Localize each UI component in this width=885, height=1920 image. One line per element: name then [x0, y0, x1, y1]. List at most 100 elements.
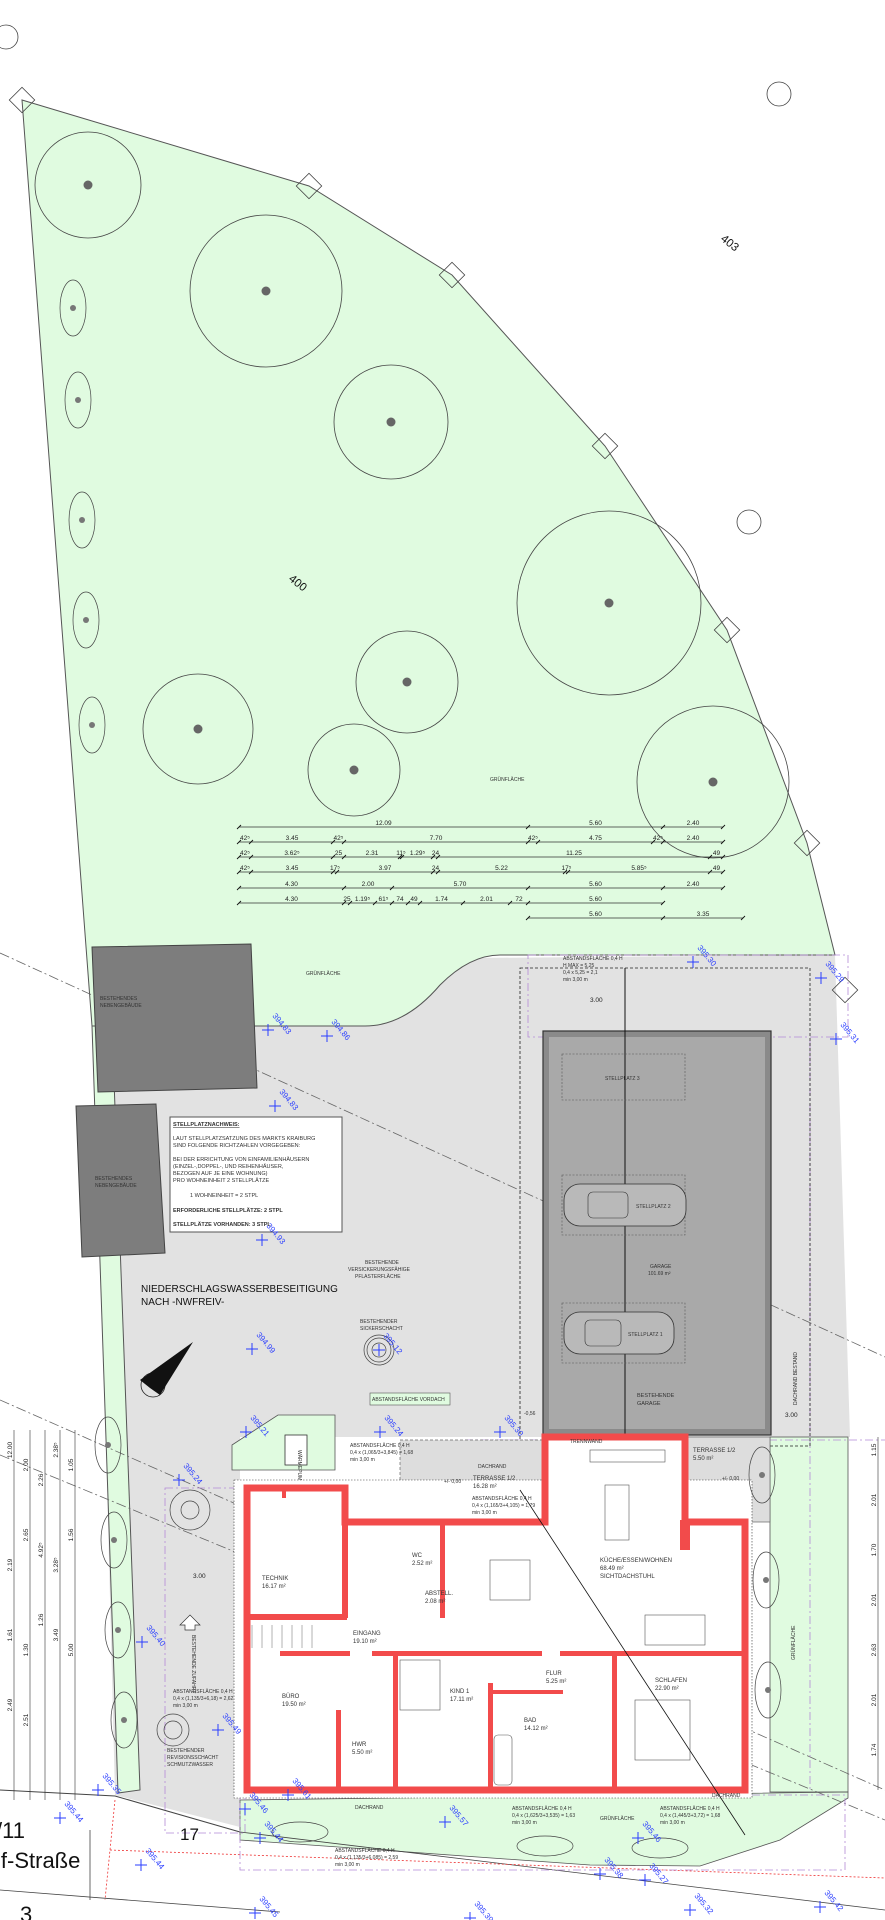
setback-note-line: min 3,00 m [660, 1820, 685, 1826]
inspection-label: REVISIONSSCHACHT [167, 1755, 218, 1761]
dimension-label: 42⁵ [334, 835, 344, 842]
canopy-setback [369, 1392, 451, 1406]
dimension-tick [720, 839, 726, 845]
dimension-label: 1.15 [871, 1443, 878, 1456]
setback-note-line: 0,4 x (1,165/3+4,105) = 1,79 [472, 1503, 535, 1509]
dimension-tick [347, 900, 353, 906]
dimension-label: 24 [432, 850, 440, 857]
shrub-center [79, 517, 85, 523]
roof-edge-label: DACHRAND [478, 1464, 507, 1470]
dimension-tick [341, 839, 347, 845]
wall [393, 1651, 398, 1790]
elevation-label: 395.39 [472, 1900, 495, 1920]
dimension-label: 49 [410, 896, 418, 903]
dimension-tick [248, 839, 254, 845]
shrub [516, 1835, 574, 1857]
dimension-tick [565, 869, 571, 875]
parking-space-3 [561, 1053, 686, 1101]
lawn-area [21, 99, 836, 1027]
wall [280, 1651, 350, 1656]
roof-edge-label: DACHRAND [712, 1793, 741, 1799]
elevation-label: 395.32 [692, 1892, 715, 1917]
dimension-label: 17⁵ [562, 865, 572, 872]
parking-proof-line: BEZOGEN AUF JE EINE WOHNUNG) [173, 1171, 268, 1177]
dimension-tick [525, 839, 531, 845]
dimension-label: 4.30 [285, 896, 298, 903]
dimension-tick [330, 854, 336, 860]
heatpump-area [231, 1414, 336, 1471]
wall [680, 1520, 690, 1550]
tree-canopy [333, 364, 449, 480]
shrub [59, 279, 87, 337]
dimension-label: 3.97 [379, 865, 392, 872]
dimension-tick [397, 854, 403, 860]
dimension-label: 5.60 [589, 881, 602, 888]
wall [488, 1683, 493, 1790]
shrub [68, 491, 96, 549]
drainage-subtitle: NACH -NWFREIV- [141, 1297, 224, 1308]
room-area: 5.50 m² [693, 1456, 713, 1462]
trees [0, 24, 859, 1859]
dimension-tick [720, 869, 726, 875]
dimension-label: 1.19⁵ [355, 896, 371, 903]
wall [612, 1656, 617, 1790]
inspection-ring [163, 1720, 183, 1740]
dimension-label: 2.01 [871, 1593, 878, 1606]
tree-trunk [261, 286, 271, 296]
shrub-center [111, 1537, 117, 1543]
dimension-tick [740, 915, 746, 921]
dimension-label: 2.49 [7, 1698, 14, 1711]
tree-canopy [355, 630, 459, 734]
dimension-label: 2.01 [871, 1693, 878, 1706]
party-wall-label: TRENNWAND [570, 1439, 603, 1445]
dimension-tick [562, 869, 568, 875]
setback-note-line: ABSTANDSFLÄCHE 0,4 H [335, 1847, 395, 1854]
dimension-label: 2.40 [687, 820, 700, 827]
parcel-line-red [104, 1799, 116, 1901]
shrub-center [75, 397, 81, 403]
dimension-tick [720, 854, 726, 860]
dimension-label: 2.19 [7, 1558, 14, 1571]
dimension-label: 17⁵ [330, 865, 340, 872]
shrub-center [89, 722, 95, 728]
parking-space-label: STELLPLATZ 2 [636, 1204, 671, 1210]
dimension-label: 1.30 [23, 1643, 30, 1656]
dimension-label: 3.45 [286, 835, 299, 842]
dimension-label: 25 [335, 850, 343, 857]
dimension-tick [707, 854, 713, 860]
driveway-label: BESTEHENDE ZUFAHRT [190, 1635, 196, 1693]
dimension-label: 3.45 [286, 865, 299, 872]
dimension-label: 25 [343, 896, 351, 903]
dimension-label: 72 [515, 896, 523, 903]
room-name: KIND 1 [450, 1689, 470, 1695]
dimension-label: 5.70 [454, 881, 467, 888]
dimension-tick [389, 900, 395, 906]
outbuilding-2-label: NEBENGEBÄUDE [95, 1182, 137, 1189]
dimension-label: 7.70 [430, 835, 443, 842]
inspection-shaft [156, 1489, 211, 1747]
bathtub [493, 1734, 513, 1786]
parking-proof-line: SIND FOLGENDE RICHTZAHLEN VORGEGEBEN: [173, 1143, 301, 1149]
dimension-label: 2.26 [38, 1473, 45, 1486]
dimension-tick [430, 854, 436, 860]
dimension-label: 2.65 [23, 1528, 30, 1541]
room-name: BAD [524, 1718, 537, 1724]
dimension-label: 5.00 [68, 1643, 75, 1656]
garage-floor [549, 1037, 765, 1429]
dimension-label: 2.63 [871, 1643, 878, 1656]
parking-proof-line: 1 WOHNEINHEIT = 2 STPL [190, 1193, 258, 1199]
room-name: ABSTELL. [425, 1591, 453, 1597]
room-area: 22.90 m² [655, 1686, 679, 1692]
tree-trunk [604, 598, 614, 608]
parking-proof-frame [169, 1116, 343, 1233]
setback-distance: 3.00 [590, 997, 603, 1004]
dimension-label: 1.74 [435, 896, 448, 903]
dimension-label: 24 [432, 865, 440, 872]
dimension-tick [236, 854, 242, 860]
dimension-label: 4.30 [285, 881, 298, 888]
tree-trunk [349, 765, 359, 775]
dimension-tick [405, 900, 411, 906]
setback-note-line: 0,4 x (1,625/3+3,535) = 1,63 [512, 1813, 575, 1819]
